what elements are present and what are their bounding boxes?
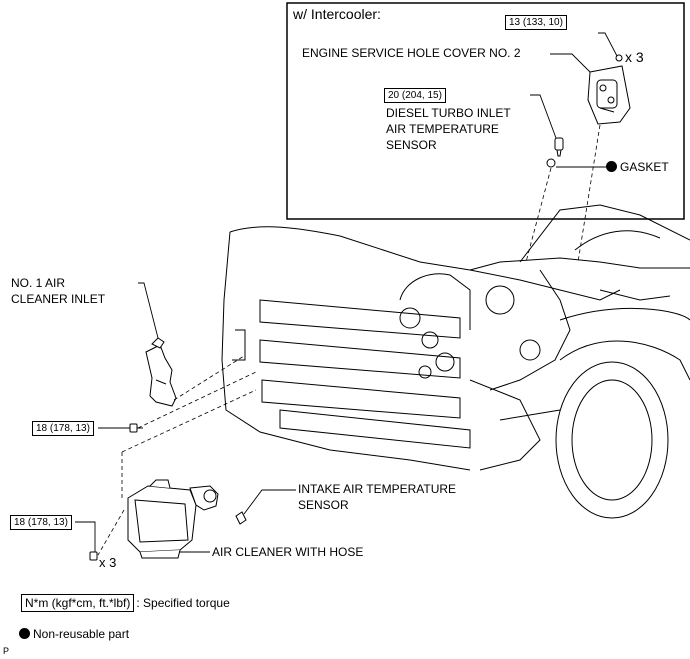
corner-mark: P (3, 646, 10, 656)
turbo-inlet-sensor-label-1: DIESEL TURBO INLET (386, 106, 511, 120)
nonreusable-legend: Non-reusable part (19, 627, 129, 642)
turbo-inlet-sensor-label-3: SENSOR (386, 138, 437, 152)
intake-sensor-label-1: INTAKE AIR TEMPERATURE (298, 482, 457, 496)
air-cleaner-label: AIR CLEANER WITH HOSE (212, 545, 364, 559)
cleaner-qty: x 3 (99, 555, 117, 570)
air-cleaner-drawing (127, 479, 219, 559)
non-reusable-legend-dot-icon (19, 628, 30, 639)
inlet-label-2: CLEANER INLET (11, 292, 106, 306)
gasket-text: GASKET (620, 160, 669, 174)
gasket-ring (546, 158, 556, 168)
cleaner-torque-box: 18 (178, 13) (10, 515, 72, 530)
cover-torque-box: 13 (133, 10) (505, 15, 567, 30)
torque-unit-box: N*m (kgf*cm, ft.*lbf) (21, 594, 135, 612)
inlet-label-1: NO. 1 AIR (11, 276, 66, 290)
turbo-inlet-sensor-label-2: AIR TEMPERATURE (386, 122, 499, 136)
cover-qty: x 3 (625, 49, 644, 65)
gasket-label: GASKET (606, 160, 669, 175)
service-hole-cover-label: ENGINE SERVICE HOLE COVER NO. 2 (302, 46, 521, 60)
intake-sensor-label-2: SENSOR (298, 498, 349, 512)
non-reusable-dot-icon (606, 161, 617, 172)
torque-legend-text: : Specified torque (136, 596, 230, 610)
inlet-torque-box: 18 (178, 13) (32, 421, 94, 436)
service-hole-cover-drawing (587, 65, 631, 125)
torque-legend: N*m (kgf*cm, ft.*lbf): Specified torque (21, 594, 230, 612)
nonreusable-legend-text: Non-reusable part (33, 627, 130, 641)
vehicle-front-drawing (221, 204, 690, 519)
sensor-torque-box: 20 (204, 15) (384, 88, 446, 103)
inlet-bolt-icon (129, 423, 143, 433)
turbo-inlet-sensor-drawing (554, 137, 564, 157)
intake-sensor-icon (235, 511, 247, 525)
intercooler-inset-frame (286, 2, 685, 220)
cleaner-bolt-icon (89, 551, 98, 561)
inset-title: w/ Intercooler: (293, 6, 381, 22)
cover-bolt-icon (615, 54, 623, 62)
air-cleaner-inlet-drawing (145, 337, 177, 407)
